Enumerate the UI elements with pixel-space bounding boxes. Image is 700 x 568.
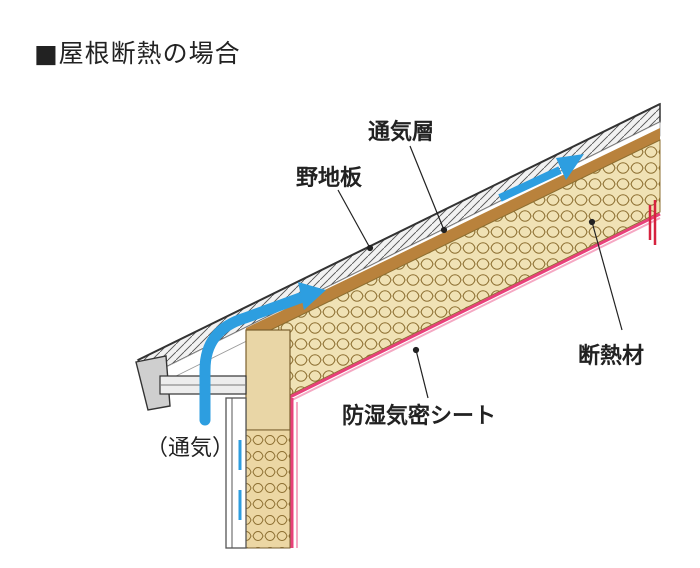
- label-airflow: （通気）: [146, 436, 235, 461]
- sheathing-board: [246, 128, 660, 342]
- airflow-arrow-ridge: [498, 166, 562, 202]
- diagram-title: ■屋根断熱の場合: [34, 39, 241, 68]
- exterior-wall: [225, 397, 247, 549]
- wall-insulation: [245, 429, 291, 549]
- label-insulation: 断熱材: [578, 344, 645, 369]
- label-vapor-barrier: 防湿気密シート: [342, 404, 497, 429]
- airflow-arrow-eave: [199, 292, 306, 426]
- ridge-seal: [648, 200, 657, 245]
- leader-lines: [337, 145, 623, 399]
- top-plate-beam: [245, 329, 291, 431]
- vapor-barrier-sheet-inner: [287, 217, 661, 403]
- label-ventilation-layer: 通気層: [368, 120, 435, 145]
- eave-soffit: [135, 355, 247, 411]
- label-sheathing-board: 野地板: [296, 166, 363, 191]
